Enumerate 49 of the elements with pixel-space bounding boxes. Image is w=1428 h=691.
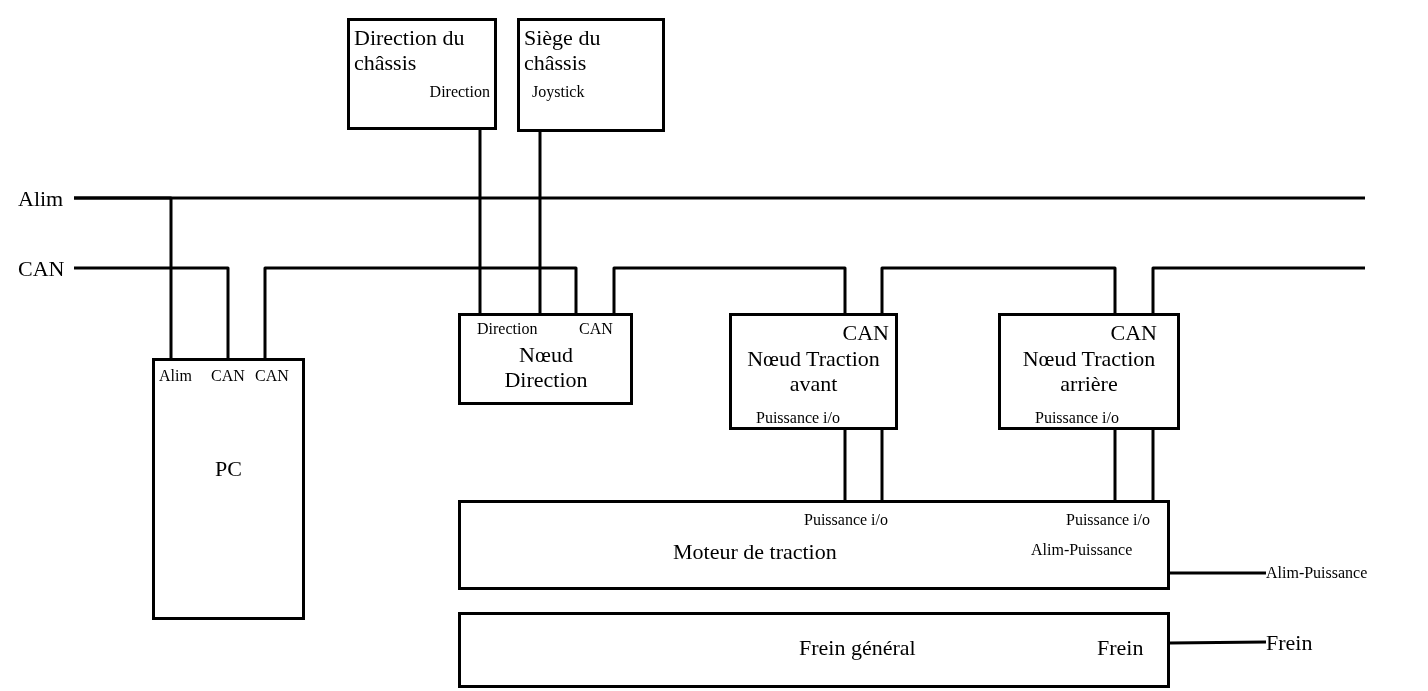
terminal-label: Alim-Puissance [1266,561,1416,585]
component-box [347,18,497,130]
connector-line [1170,571,1266,575]
port-label: Joystick [532,83,585,102]
port-label: Puissance i/o [756,409,840,428]
port-label: Direction [477,320,538,339]
connector-line [1113,430,1117,500]
port-label: CAN [255,367,289,386]
connector-line [1170,640,1266,645]
bus-line [74,196,1365,200]
bus-line [263,266,578,358]
component-box [458,612,1170,688]
bus-line [1151,266,1365,313]
port-label: CAN [211,367,245,386]
component-box [152,358,305,620]
port-label: Puissance i/o [804,511,888,530]
port-label: Alim [159,367,192,386]
port-label: Frein [1097,635,1144,661]
node-title: Nœud Traction arrière [1021,346,1157,397]
node-title: Siège du châssis [524,25,602,76]
port-label: CAN [842,320,889,346]
port-label: CAN [579,320,613,339]
node-title: Nœud Direction [503,342,589,393]
port-label: Puissance i/o [1035,409,1119,428]
bus-label: CAN [18,256,74,282]
node-title: Frein général [799,635,916,661]
bus-line [74,266,230,358]
port-label: Direction [429,83,490,102]
component-box [998,313,1180,430]
component-box [517,18,665,132]
connector-line [478,130,482,313]
component-box [458,500,1170,590]
port-label: Alim-Puissance [1031,541,1133,560]
connector-line [880,430,884,500]
connector-line [1151,430,1155,500]
connector-line [843,430,847,500]
port-label: CAN [1110,320,1157,346]
component-box [458,313,633,405]
port-label: Puissance i/o [1066,511,1150,530]
bus-label: Alim [18,186,74,212]
node-title: Moteur de traction [673,539,837,565]
node-title: PC [214,456,243,482]
connector-line [538,132,542,313]
node-title: Nœud Traction avant [746,346,881,397]
node-title: Direction du châssis [354,25,466,76]
terminal-label: Frein [1266,630,1326,656]
bus-line [880,266,1117,313]
bus-line [612,266,847,313]
component-box [729,313,898,430]
